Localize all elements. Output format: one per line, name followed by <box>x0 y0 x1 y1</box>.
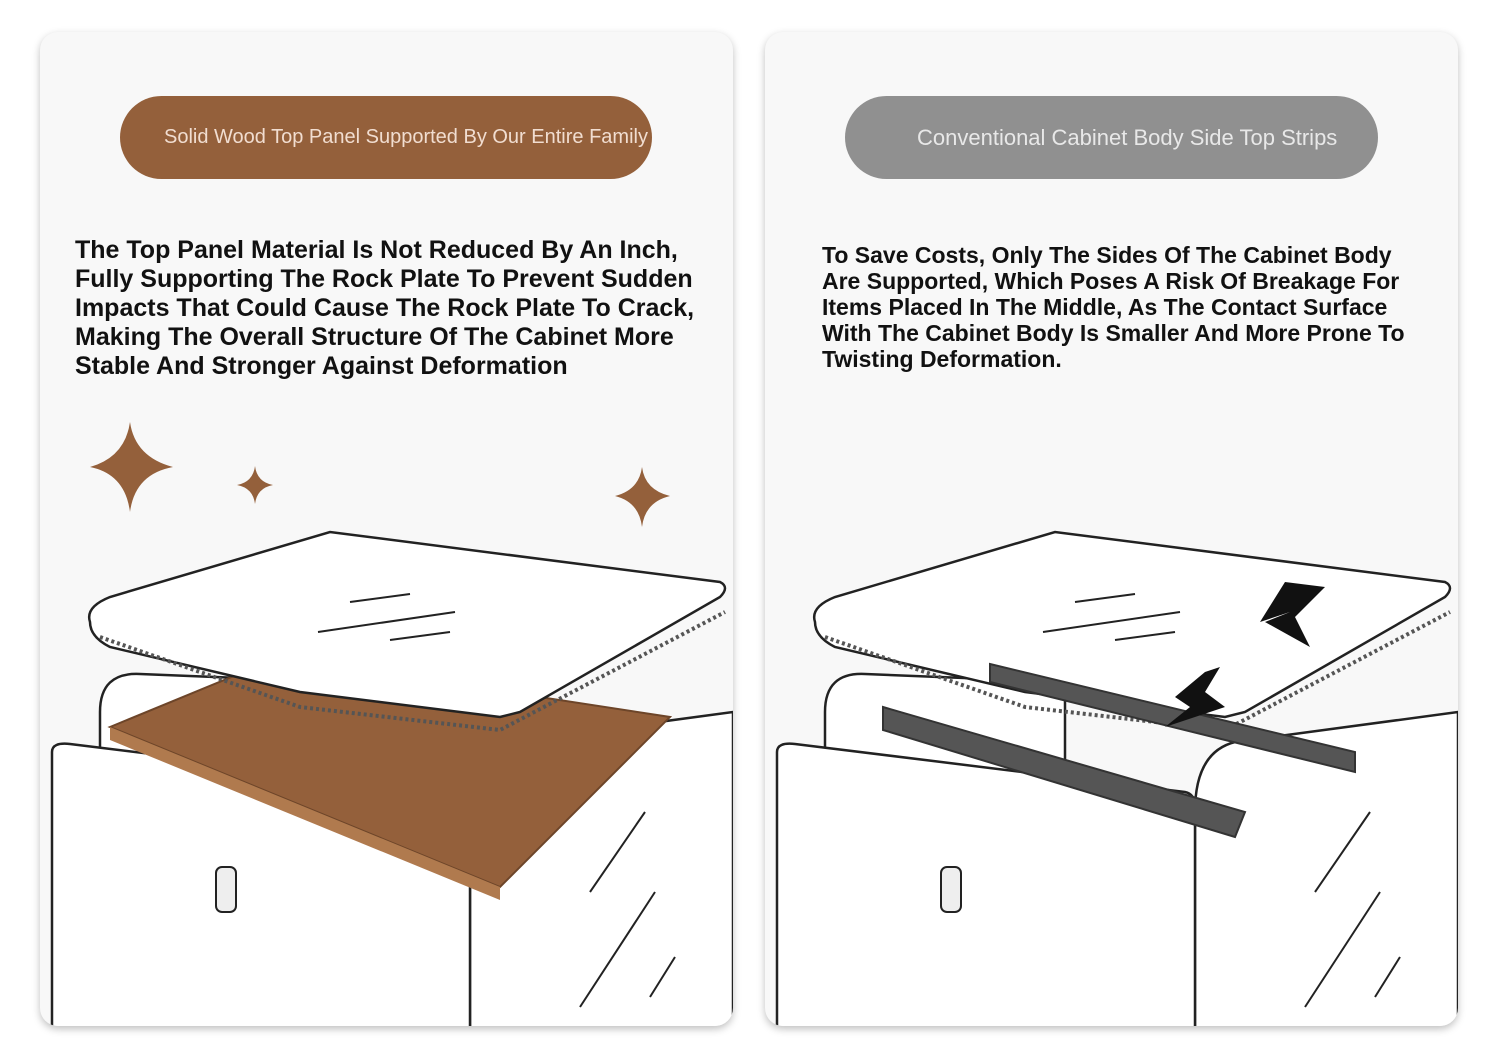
conventional-description: To Save Costs, Only The Sides Of The Cab… <box>822 242 1405 372</box>
drawer-handle-icon <box>940 866 962 913</box>
conventional-cabinet-card: Conventional Cabinet Body Side Top Strip… <box>765 32 1458 1026</box>
crack-icon <box>1165 582 1325 727</box>
side-strip <box>989 662 1356 774</box>
cabinet-full-support-illustration <box>50 422 733 1026</box>
conventional-badge: Conventional Cabinet Body Side Top Strip… <box>845 96 1378 179</box>
side-strip <box>882 705 1247 839</box>
sparkle-icon <box>90 422 670 527</box>
cabinet-side-strip-illustration <box>775 530 1458 1026</box>
badge-label: Solid Wood Top Panel Supported By Our En… <box>164 126 648 148</box>
solid-wood-description: The Top Panel Material Is Not Reduced By… <box>75 236 695 380</box>
drawer-handle-icon <box>215 866 237 913</box>
solid-wood-panel-card: Solid Wood Top Panel Supported By Our En… <box>40 32 733 1026</box>
badge-label: Conventional Cabinet Body Side Top Strip… <box>917 124 1338 150</box>
solid-wood-badge: Solid Wood Top Panel Supported By Our En… <box>120 96 652 179</box>
